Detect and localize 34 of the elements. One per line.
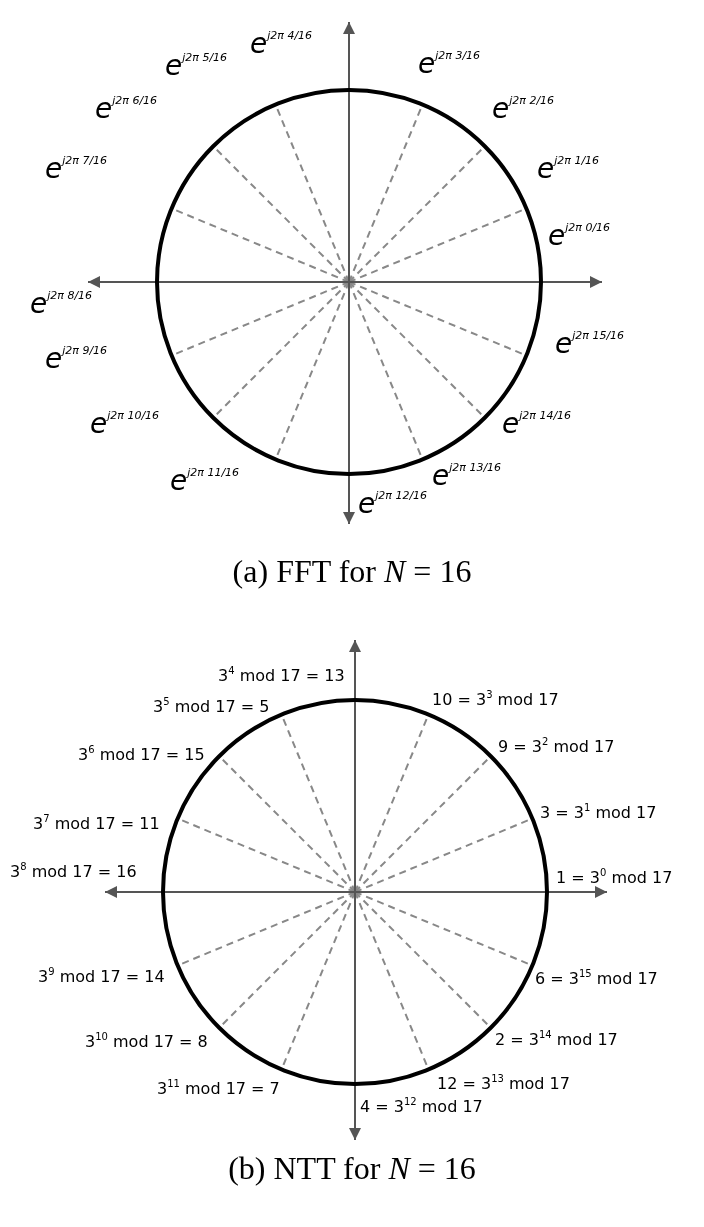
twiddle-factor-label: e$^{j2π 15/16}$	[555, 330, 625, 358]
figure-caption: (b) NTT for N = 16	[228, 1152, 476, 1184]
twiddle-factor-label: e$^{j2π 9/16}$	[45, 345, 108, 373]
twiddle-factor-label: 2 = 3$^{14}$ mod 17	[495, 1030, 618, 1048]
twiddle-factor-label: 1 = 3$^{0}$ mod 17	[556, 868, 673, 886]
twiddle-factor-label: 6 = 3$^{15}$ mod 17	[535, 969, 658, 987]
twiddle-factor-label: 3$^{9}$ mod 17 = 14	[38, 967, 165, 985]
twiddle-factor-label: e$^{j2π 2/16}$	[492, 95, 555, 123]
twiddle-factor-label: e$^{j2π 8/16}$	[30, 290, 93, 318]
twiddle-factor-label: e$^{j2π 4/16}$	[250, 30, 313, 58]
twiddle-factor-label: e$^{j2π 7/16}$	[45, 155, 108, 183]
twiddle-factor-label: 9 = 3$^{2}$ mod 17	[498, 737, 615, 755]
twiddle-factor-label: e$^{j2π 3/16}$	[418, 50, 481, 78]
twiddle-factor-label: e$^{j2π 13/16}$	[432, 462, 502, 490]
twiddle-factor-label: 3 = 3$^{1}$ mod 17	[540, 803, 657, 821]
twiddle-factor-label: 10 = 3$^{3}$ mod 17	[432, 690, 559, 708]
twiddle-factor-label: 3$^{4}$ mod 17 = 13	[218, 666, 345, 684]
twiddle-factor-label: e$^{j2π 14/16}$	[502, 410, 572, 438]
figure-caption: (a) FFT for N = 16	[232, 555, 472, 587]
twiddle-factor-label: e$^{j2π 12/16}$	[358, 490, 428, 518]
twiddle-factor-label: e$^{j2π 10/16}$	[90, 410, 160, 438]
twiddle-factor-label: e$^{j2π 0/16}$	[548, 222, 611, 250]
twiddle-factor-label: 12 = 3$^{13}$ mod 17	[437, 1074, 570, 1092]
twiddle-factor-label: 4 = 3$^{12}$ mod 17	[360, 1097, 483, 1115]
twiddle-factor-label: e$^{j2π 11/16}$	[170, 467, 240, 495]
twiddle-factor-label: 3$^{7}$ mod 17 = 11	[33, 814, 160, 832]
twiddle-factor-label: e$^{j2π 5/16}$	[165, 52, 228, 80]
twiddle-factor-label: 3$^{6}$ mod 17 = 15	[78, 745, 205, 763]
twiddle-factor-label: 3$^{8}$ mod 17 = 16	[10, 862, 137, 880]
twiddle-factor-label: 3$^{5}$ mod 17 = 5	[153, 697, 270, 715]
twiddle-factor-label: 3$^{11}$ mod 17 = 7	[157, 1079, 280, 1097]
twiddle-factor-label: e$^{j2π 6/16}$	[95, 95, 158, 123]
twiddle-factor-label: 3$^{10}$ mod 17 = 8	[85, 1032, 208, 1050]
twiddle-factor-label: e$^{j2π 1/16}$	[537, 155, 600, 183]
